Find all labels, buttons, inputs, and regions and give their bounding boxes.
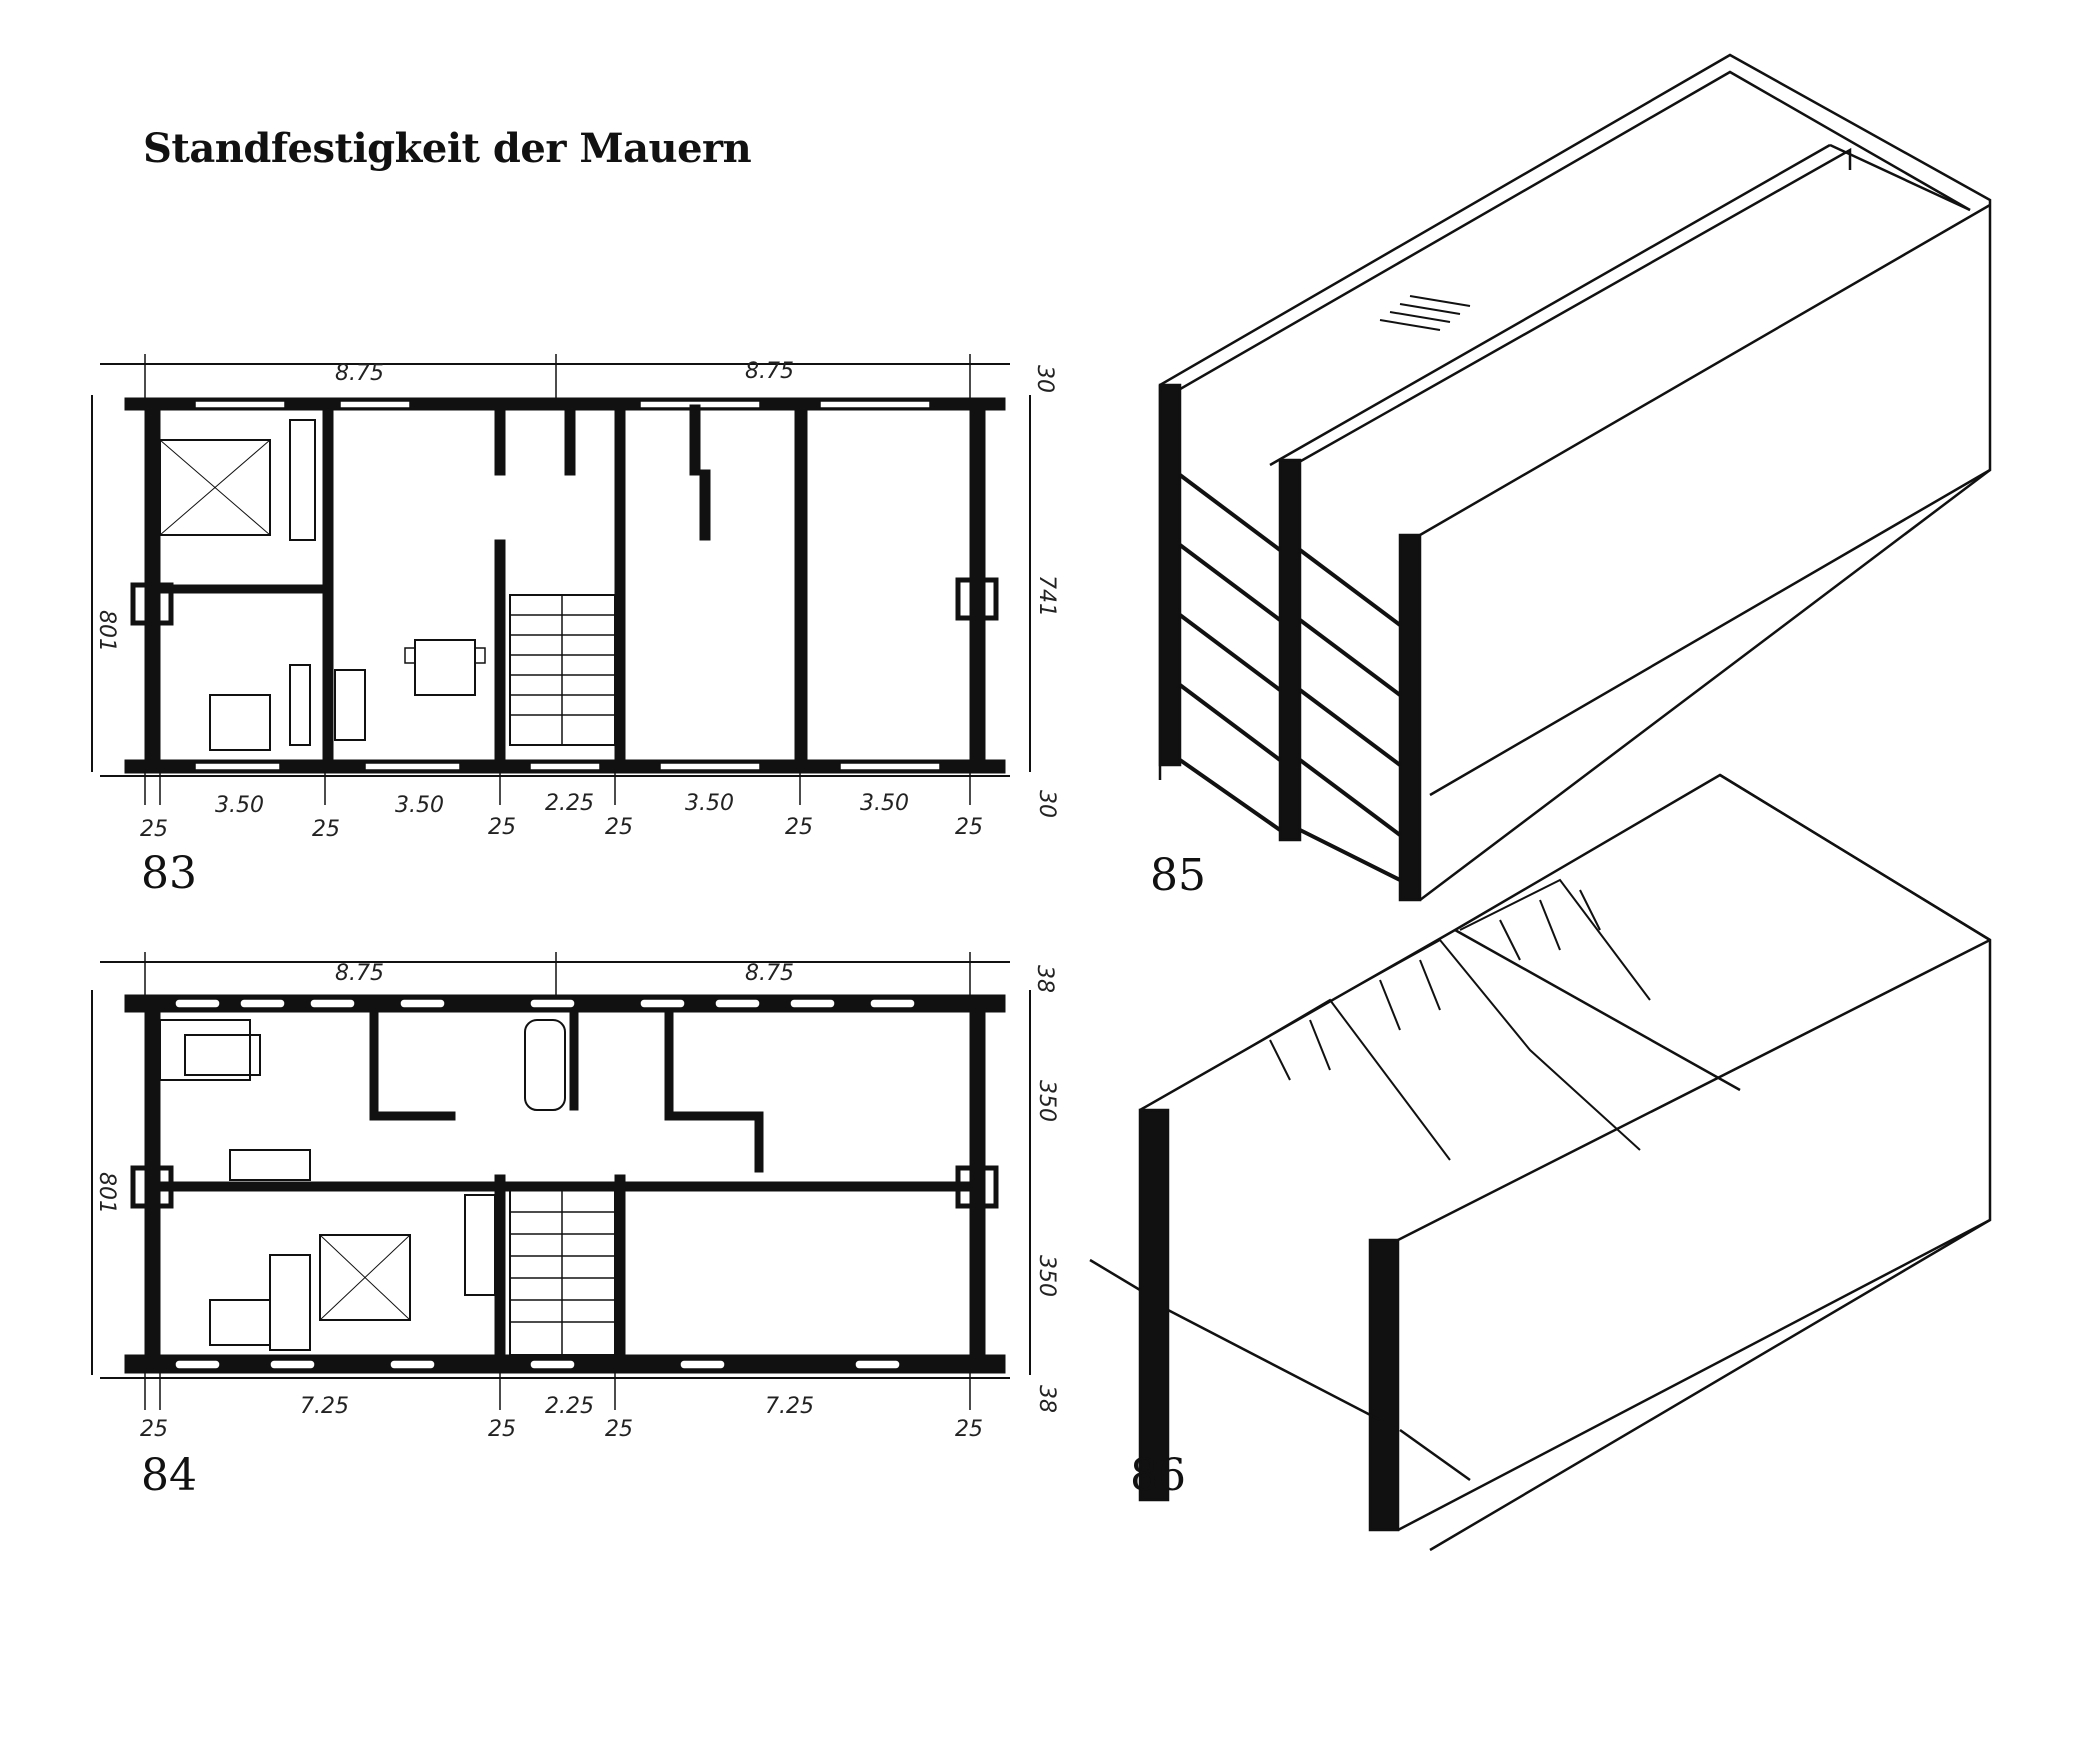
fig84-dim-bottom-1: 7.25 bbox=[300, 1394, 349, 1419]
fig84-dim-bottom-2: 2.25 bbox=[545, 1394, 594, 1419]
isometric-hall-86 bbox=[1089, 773, 1992, 1552]
fig83-wall-mark-3: 25 bbox=[488, 815, 516, 840]
fig83-dim-bottom-2: 3.50 bbox=[395, 793, 444, 818]
fig83-dim-bottom-1: 3.50 bbox=[215, 793, 264, 818]
fig83-wall-mark-4: 25 bbox=[605, 815, 633, 840]
fig83-wall-mark-2: 25 bbox=[312, 817, 340, 842]
fig83-dim-right-3: 30 bbox=[1034, 790, 1059, 818]
fig83-number: 83 bbox=[141, 848, 197, 899]
isometric-building-85 bbox=[1158, 53, 1992, 902]
fig83-dim-right-1: 30 bbox=[1032, 365, 1057, 393]
fig84-wall-mark-3: 25 bbox=[605, 1417, 633, 1442]
fig83-wall-mark-5: 25 bbox=[785, 815, 813, 840]
fig83-dim-top-2: 8.75 bbox=[745, 359, 794, 384]
fig84-dim-right-4: 38 bbox=[1034, 1385, 1059, 1413]
fig83-dim-left: 801 bbox=[94, 610, 119, 652]
fig83-wall-mark-1: 25 bbox=[140, 817, 168, 842]
fig83-wall-mark-6: 25 bbox=[955, 815, 983, 840]
fig84-number: 84 bbox=[141, 1450, 197, 1501]
fig84-wall-mark-4: 25 bbox=[955, 1417, 983, 1442]
floor-plan-84 bbox=[91, 952, 1031, 1410]
fig84-dim-left: 801 bbox=[94, 1172, 119, 1214]
fig83-labels: 8.75 8.75 3.50 3.50 2.25 3.50 3.50 25 25… bbox=[94, 359, 1059, 899]
fig84-dim-bottom-3: 7.25 bbox=[765, 1394, 814, 1419]
fig84-dim-right-3: 350 bbox=[1034, 1255, 1059, 1297]
floor-plan-83 bbox=[91, 354, 1031, 805]
fig85-number: 85 bbox=[1150, 850, 1206, 901]
fig86-number: 86 bbox=[1130, 1450, 1186, 1501]
fig83-dim-bottom-5: 3.50 bbox=[860, 791, 909, 816]
fig83-dim-bottom-4: 3.50 bbox=[685, 791, 734, 816]
fig84-wall-mark-2: 25 bbox=[488, 1417, 516, 1442]
fig83-dim-top-1: 8.75 bbox=[335, 361, 384, 386]
fig84-dim-right-2: 350 bbox=[1034, 1080, 1059, 1122]
fig84-dim-top-2: 8.75 bbox=[745, 961, 794, 986]
fig83-dim-bottom-3: 2.25 bbox=[545, 791, 594, 816]
fig84-labels: 8.75 8.75 7.25 2.25 7.25 25 25 25 25 801… bbox=[94, 961, 1059, 1501]
fig83-dim-right-2: 741 bbox=[1034, 575, 1059, 617]
fig84-wall-mark-1: 25 bbox=[140, 1417, 168, 1442]
page-title: Standfestigkeit der Mauern bbox=[143, 125, 752, 172]
fig84-dim-right-1: 38 bbox=[1032, 965, 1057, 993]
fig84-dim-top-1: 8.75 bbox=[335, 961, 384, 986]
